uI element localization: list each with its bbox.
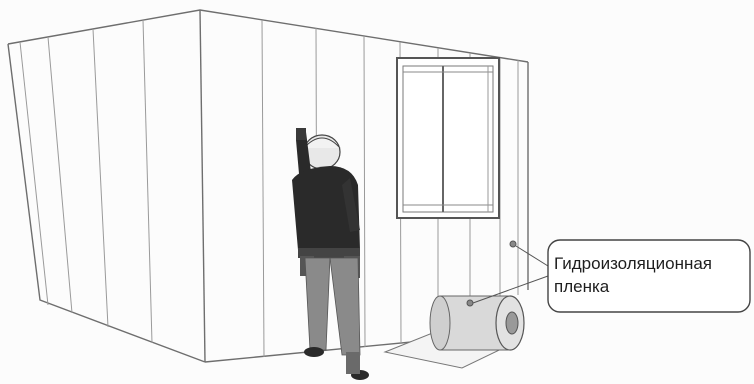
callout-line-2: пленка xyxy=(554,275,750,298)
window xyxy=(397,58,499,218)
callout-line-1: Гидроизоляционная xyxy=(554,252,750,275)
membrane-roll xyxy=(385,296,524,368)
worker-figure xyxy=(292,128,369,380)
callout-label: Гидроизоляционная пленка xyxy=(554,252,750,298)
